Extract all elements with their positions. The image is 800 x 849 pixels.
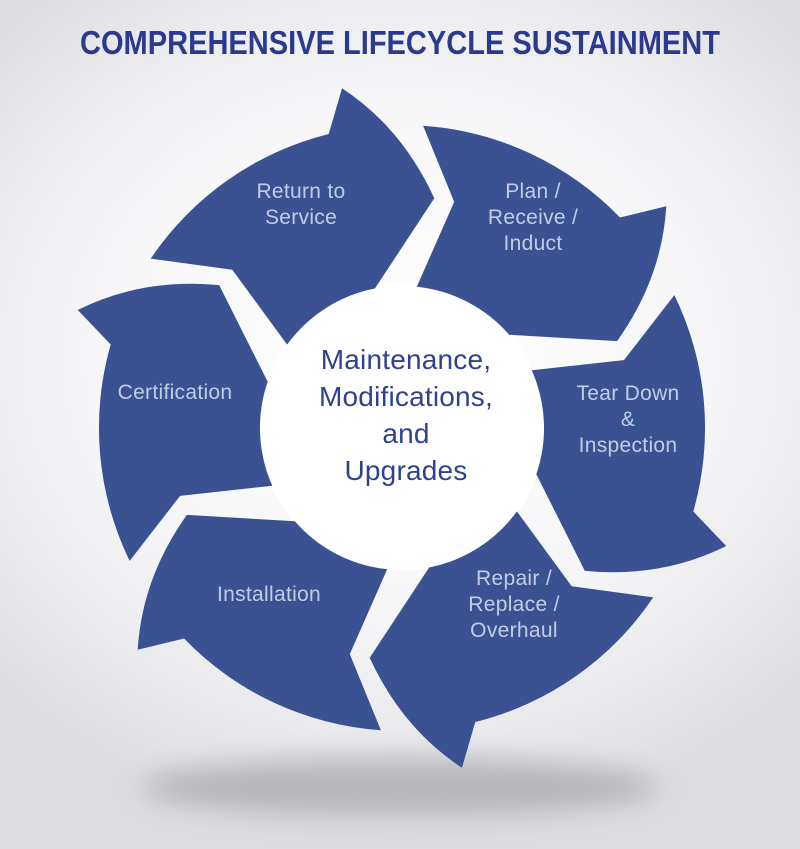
ground-shadow-ellipse — [142, 757, 658, 817]
segment-label-certification: Certification — [117, 381, 233, 404]
center-circle — [259, 285, 545, 571]
segment-label-return-to-service: Return to Service — [256, 180, 346, 229]
segment-label-tear-down-inspection: Tear Down & Inspection — [576, 382, 680, 457]
segment-label-installation: Installation — [217, 583, 321, 606]
segment-label-plan-receive-induct: Plan / Receive / Induct — [487, 180, 579, 255]
page-title: COMPREHENSIVE LIFECYCLE SUSTAINMENT — [79, 24, 721, 61]
segment-label-repair-replace-overhaul: Repair / Replace / Overhaul — [468, 567, 560, 642]
center-hub-label: Maintenance, Modifications, and Upgrades — [319, 344, 493, 486]
